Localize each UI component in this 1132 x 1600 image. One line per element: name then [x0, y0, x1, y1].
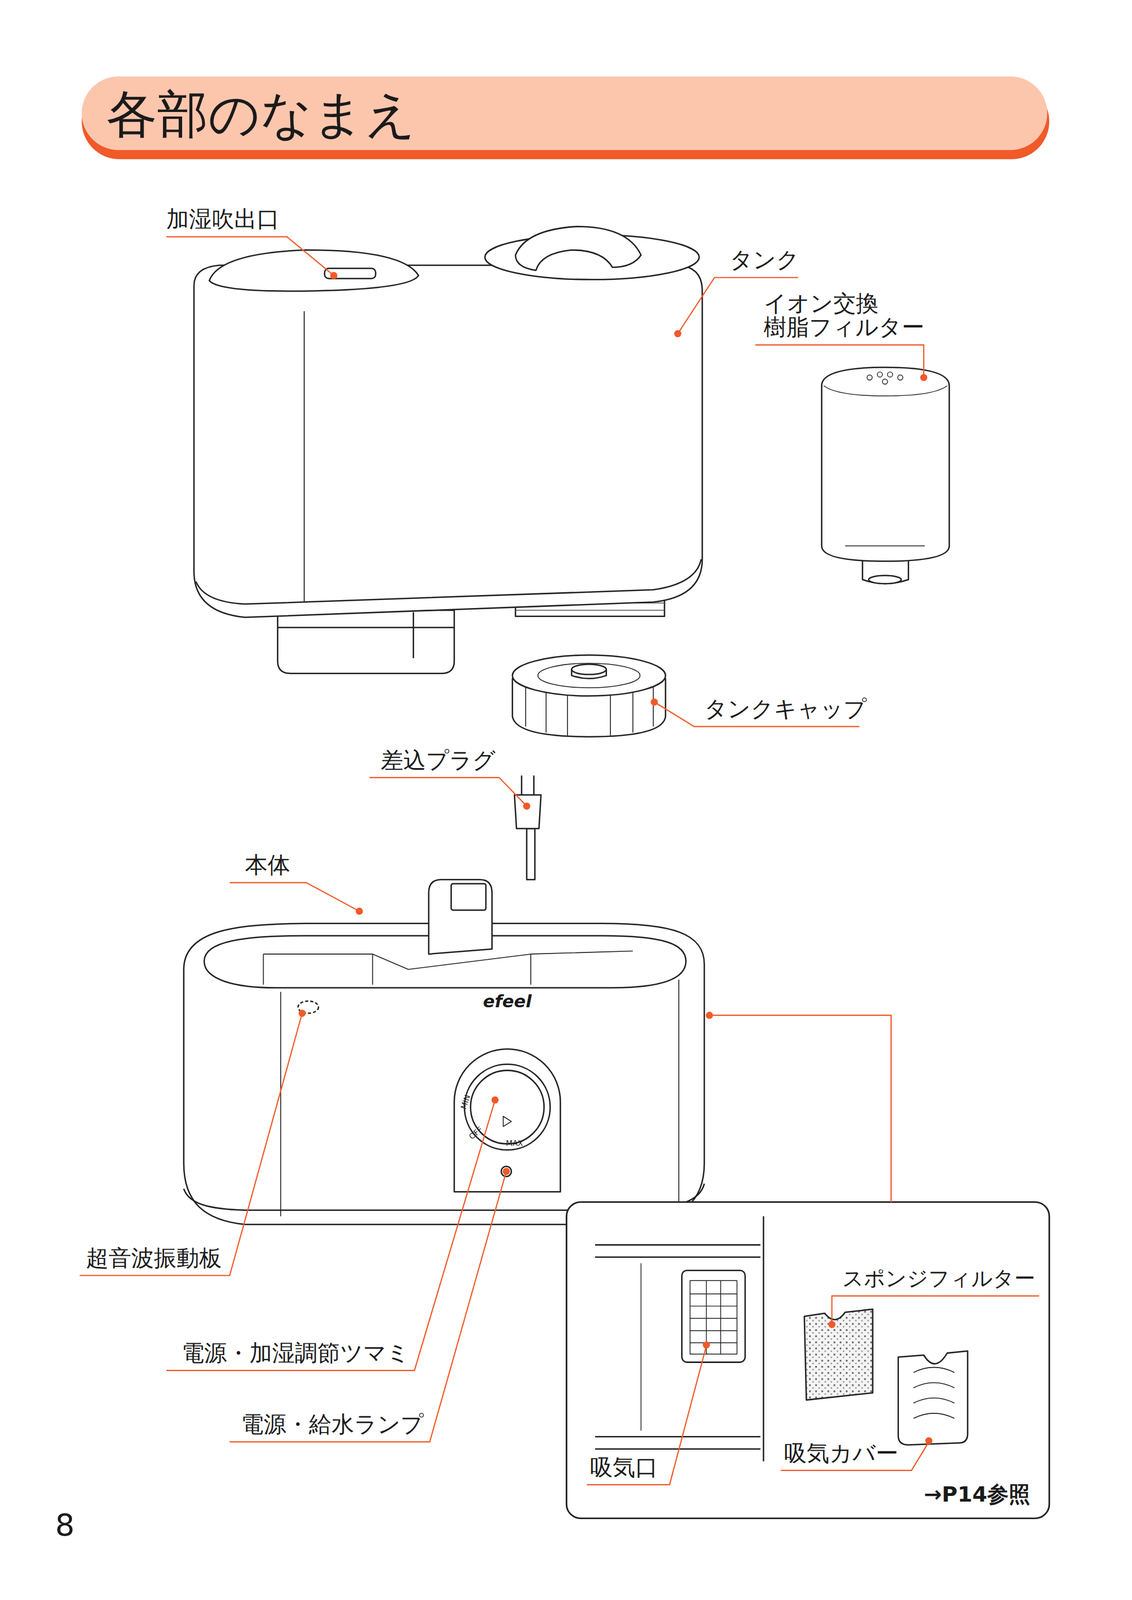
- part-label: スポンジフィルター: [842, 1267, 1036, 1291]
- resin-filter-drawing: [821, 367, 950, 584]
- page-title: 各部のなまえ: [106, 85, 417, 142]
- leader-dots: [298, 272, 933, 1445]
- tank-drawing: [194, 226, 703, 674]
- part-label: 吸気口: [590, 1455, 658, 1481]
- page-number: 8: [54, 1508, 75, 1543]
- part-label: 本体: [244, 853, 291, 878]
- brand-logo: efeel: [483, 992, 532, 1012]
- dial-marking: MAX: [505, 1139, 523, 1148]
- title-band: [81, 76, 1049, 159]
- part-label: 吸気カバー: [784, 1441, 899, 1467]
- inset-panel: [566, 1202, 1049, 1519]
- part-label: 超音波振動板: [85, 1246, 222, 1272]
- part-label: 電源・加湿調節ツマミ: [181, 1341, 410, 1367]
- base-body-drawing: [183, 879, 705, 1225]
- page-reference: →P14参照: [923, 1483, 1031, 1508]
- part-label: タンク: [729, 247, 800, 273]
- part-label: 加湿吹出口: [166, 207, 280, 232]
- part-label: イオン交換 樹脂フィルター: [763, 291, 944, 339]
- leader-lines: [79, 237, 1040, 1486]
- part-label: 差込プラグ: [380, 748, 496, 774]
- part-label: 電源・給水ランプ: [240, 1412, 424, 1438]
- plug-drawing: [514, 775, 541, 880]
- part-label: タンクキャップ: [704, 696, 867, 722]
- tank-cap-drawing: [512, 655, 666, 737]
